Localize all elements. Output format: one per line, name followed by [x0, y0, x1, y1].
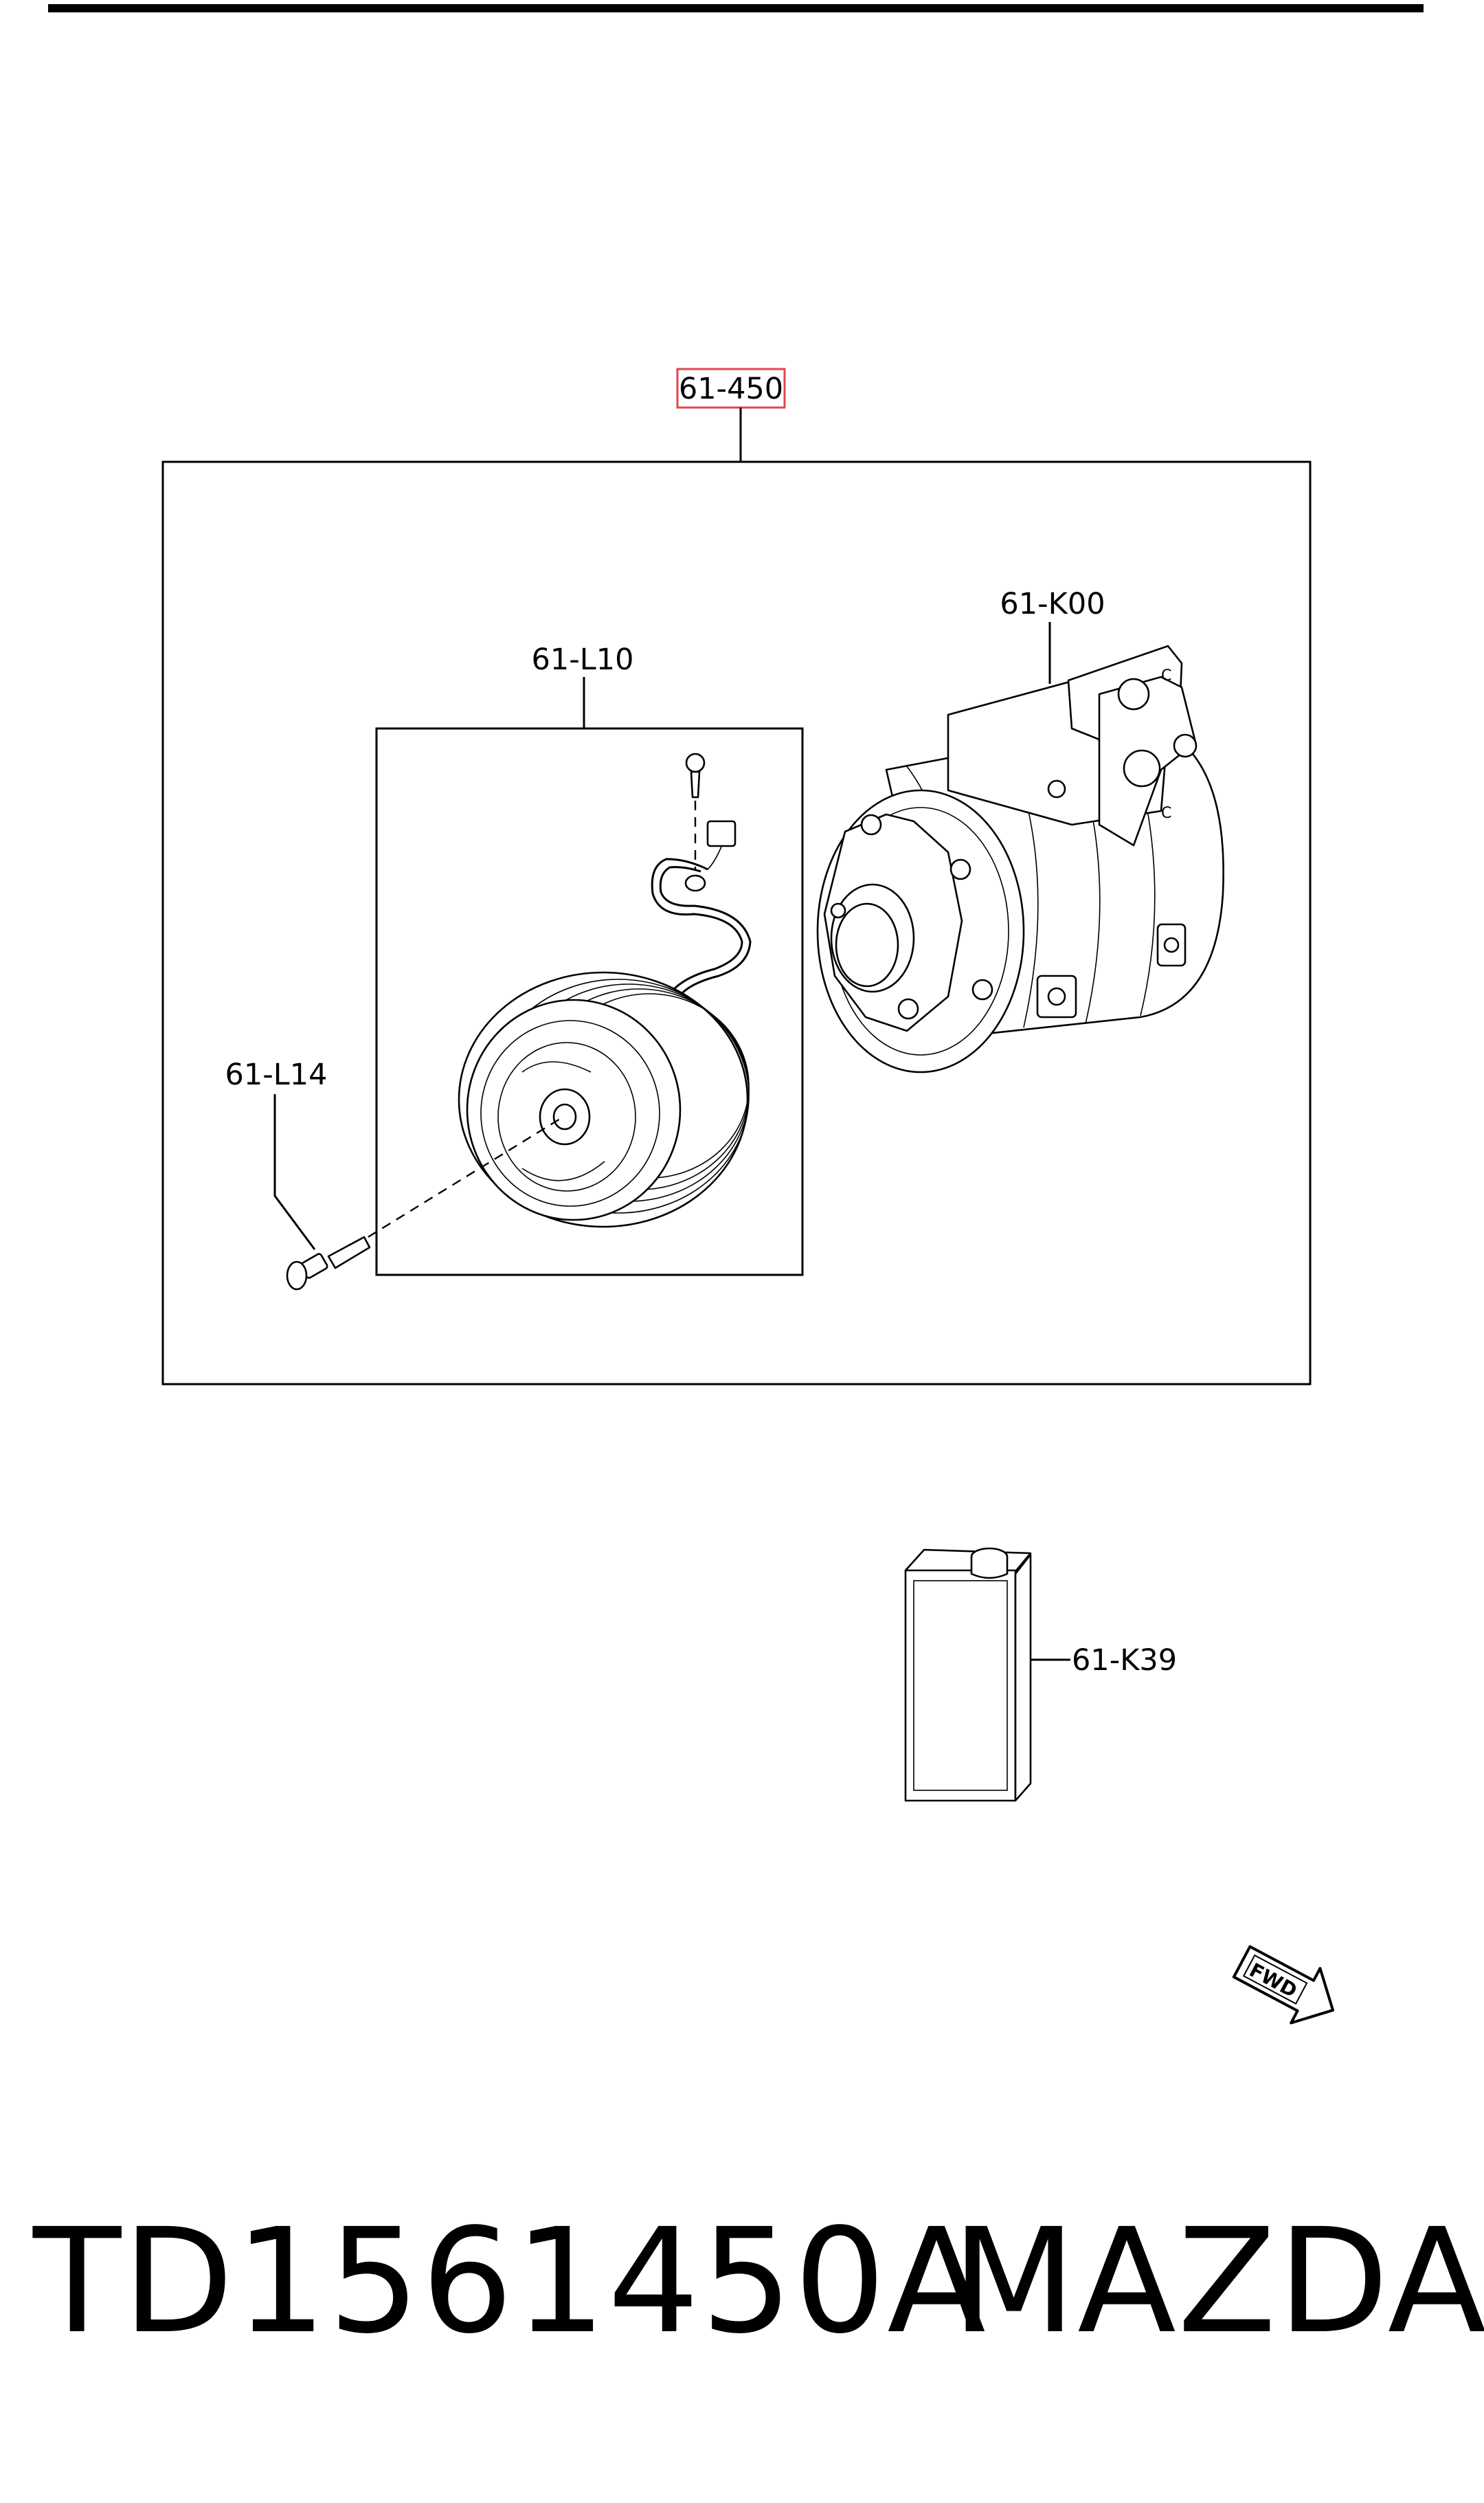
oil-can-drawing [904, 1547, 1070, 1802]
bolt-drawing [286, 1236, 371, 1291]
bolt-label[interactable]: 61-L14 [225, 1058, 328, 1092]
assembly-frame [161, 460, 1312, 1386]
svg-text:C: C [1161, 667, 1171, 685]
bolt-leader [273, 1094, 316, 1250]
bolt-axis [339, 1115, 564, 1256]
oil-label[interactable]: 61-K39 [1072, 1643, 1177, 1678]
clutch-label[interactable]: 61-L10 [532, 643, 634, 677]
top-rule [48, 4, 1424, 12]
compressor-label[interactable]: 61-K00 [1000, 587, 1105, 621]
brand-name: MAZDA [952, 2197, 1484, 2366]
clutch-frame [375, 727, 804, 1276]
fwd-arrow-icon: FWD [1232, 1945, 1335, 2025]
assembly-highlight-box [676, 368, 786, 409]
svg-text:C: C [1161, 805, 1171, 822]
clutch-drawing [458, 753, 752, 1228]
compressor-drawing: C C [816, 645, 1224, 1073]
part-number: TD1561450A [33, 2197, 987, 2366]
assembly-label[interactable]: 61-450 [679, 372, 783, 406]
